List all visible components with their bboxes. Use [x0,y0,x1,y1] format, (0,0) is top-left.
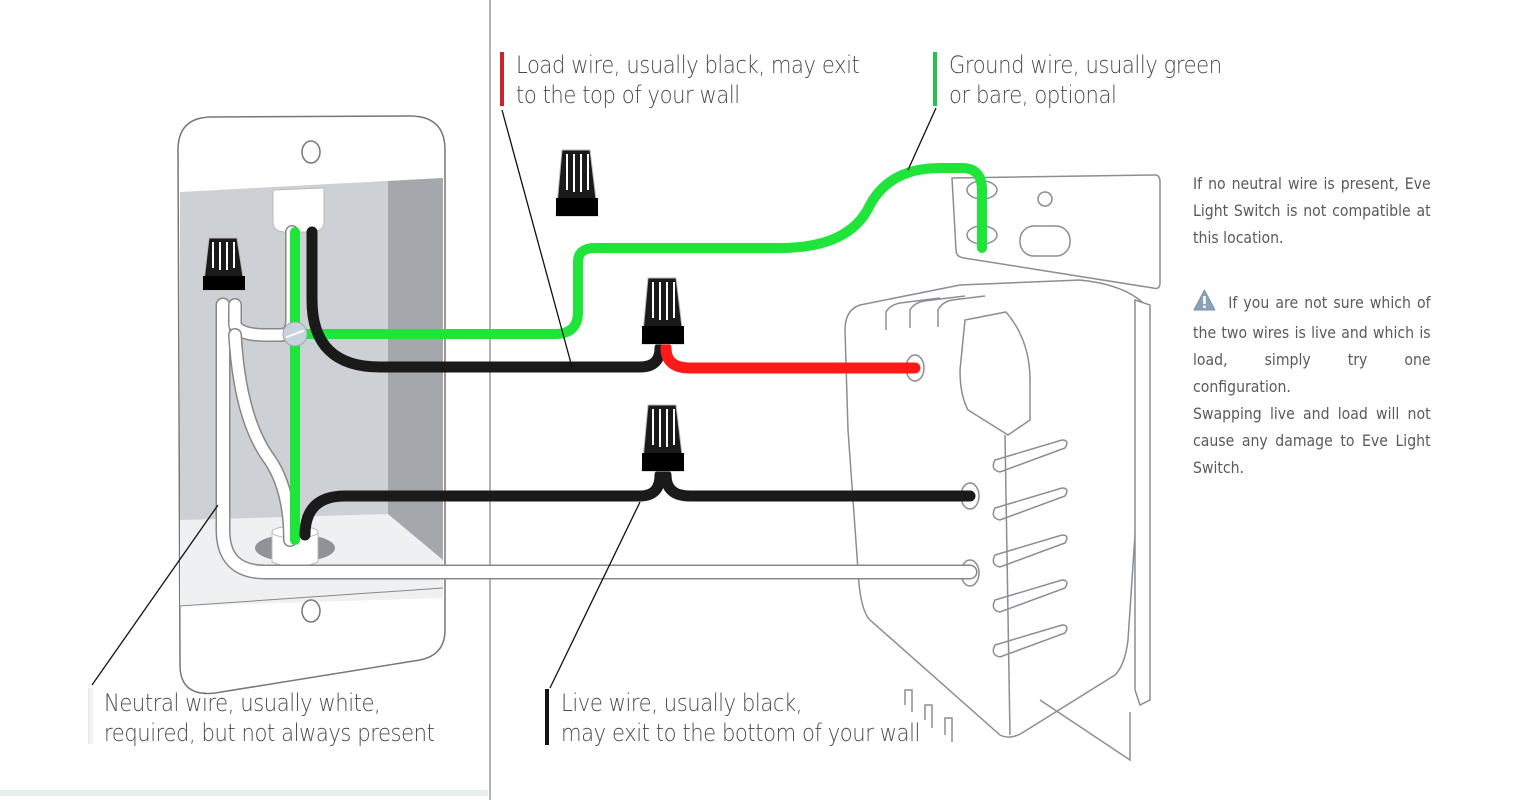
live-wire-color-bar [545,689,549,745]
eve-light-switch-device [844,174,1161,762]
warning-note-text-1: If you are not sure which of the two wir… [1193,293,1431,396]
live-wire-label: Live wire, usually black, may exit to th… [561,688,920,748]
leader-ground [907,107,937,171]
device-body [844,279,1151,738]
wire-nut-ground [555,149,599,217]
warning-triangle-icon [1193,289,1216,319]
warning-note-text-2: Swapping live and load will not cause an… [1193,404,1431,477]
neutral-compatibility-note: If no neutral wire is present, Eve Light… [1193,170,1431,251]
load-wire [306,226,666,373]
box-shadow-side [388,178,443,590]
load-wire-color-bar [500,52,504,106]
wires [215,163,987,580]
live-wire-line-1: Live wire, usually black, [561,689,803,717]
wire-nut-live [641,404,685,472]
load-wire-red [660,342,921,374]
live-wire-line-2: may exit to the bottom of your wall [561,719,920,747]
neutral-note-text: If no neutral wire is present, Eve Light… [1193,174,1431,247]
ground-wire-line-1: Ground wire, usually green [949,51,1222,79]
wire-nuts [202,149,685,472]
load-wire-line-1: Load wire, usually black, may exit [516,51,860,79]
wire-nut-load [641,277,685,345]
cable-sheath-top [272,187,325,233]
neutral-wire-line-2: required, but not always present [104,719,435,747]
live-wire [299,469,666,541]
mount-hole-bottom [301,599,321,623]
neutral-wire-label: Neutral wire, usually white, required, b… [104,688,435,748]
leader-load [501,109,573,368]
neutral-wire-line-1: Neutral wire, usually white, [104,689,381,717]
leader-lines [91,107,937,689]
load-wire-line-2: to the top of your wall [516,81,740,109]
load-wire-label: Load wire, usually black, may exit to th… [516,50,860,110]
ground-wire-line-2: or bare, optional [949,81,1117,109]
warning-note: If you are not sure which of the two wir… [1193,289,1431,481]
leader-live [549,501,641,689]
ground-wire-color-bar [933,52,937,106]
leader-neutral [91,504,219,686]
wire-nut-neutral [202,237,246,291]
neutral-wire-color-bar [88,688,93,744]
ground-wire-label: Ground wire, usually green or bare, opti… [949,50,1222,110]
mount-hole-top [301,140,321,164]
